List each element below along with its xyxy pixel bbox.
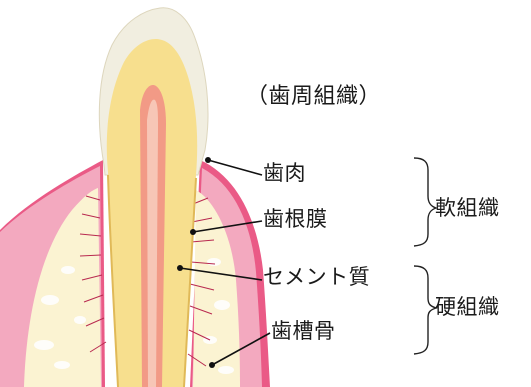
diagram-title: （歯周組織） <box>246 86 381 108</box>
hard-tissue-brace <box>414 266 436 354</box>
label-cementum: セメント質 <box>263 267 370 288</box>
label-alveolar-bone: 歯槽骨 <box>271 321 336 342</box>
group-soft-tissue: 軟組織 <box>435 198 500 219</box>
group-hard-tissue: 硬組織 <box>435 297 500 318</box>
label-periodontal-ligament: 歯根膜 <box>263 209 328 230</box>
label-gum: 歯肉 <box>263 163 306 184</box>
soft-tissue-brace <box>414 158 436 246</box>
